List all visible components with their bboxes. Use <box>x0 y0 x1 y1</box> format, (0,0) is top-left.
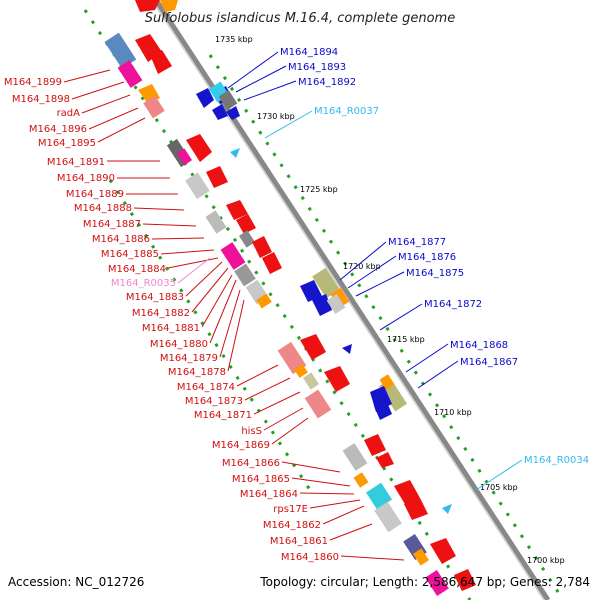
scale-label-1700: 1700 kbp <box>527 556 565 565</box>
gene-label-M164_1869: M164_1869 <box>212 440 270 451</box>
gene-label-M164_1896: M164_1896 <box>29 124 87 135</box>
gene-label-M164_1868: M164_1868 <box>450 340 508 351</box>
left-leader-lines <box>63 69 405 561</box>
gene-label-M164_1887: M164_1887 <box>83 219 141 230</box>
scale-label-1720: 1720 kbp <box>343 262 381 271</box>
scale-label-1705: 1705 kbp <box>480 483 518 492</box>
gene-label-M164_1889: M164_1889 <box>66 189 124 200</box>
gene-label-M164_1898: M164_1898 <box>12 94 70 105</box>
gene-label-M164_1881: M164_1881 <box>142 323 200 334</box>
scale-labels: 1735 kbp 1730 kbp 1725 kbp 1720 kbp 1715… <box>215 35 565 565</box>
reverse-features <box>196 81 452 514</box>
gene-label-M164_1875: M164_1875 <box>406 268 464 279</box>
gene-label-M164_1865: M164_1865 <box>232 474 290 485</box>
gene-label-M164_1891: M164_1891 <box>47 157 105 168</box>
gene-label-M164_1878: M164_1878 <box>168 367 226 378</box>
left-gene-labels: M164_1899 M164_1898 radA M164_1896 M164_… <box>4 77 339 563</box>
map-title: Sulfolobus islandicus M.16.4, complete g… <box>145 11 455 26</box>
gene-label-M164_1892: M164_1892 <box>298 77 356 88</box>
gene-label-rps17E: rps17E <box>273 504 308 515</box>
forward-features <box>104 0 476 597</box>
scale-label-1715: 1715 kbp <box>387 335 425 344</box>
scale-label-1710: 1710 kbp <box>434 408 472 417</box>
gene-label-M164_1899: M164_1899 <box>4 77 62 88</box>
gene-label-M164_1867: M164_1867 <box>460 357 518 368</box>
gene-label-M164_1871: M164_1871 <box>194 410 252 421</box>
gene-label-M164_1886: M164_1886 <box>92 234 150 245</box>
topology-text: Topology: circular; Length: 2,586,647 bp… <box>259 575 590 589</box>
gene-label-M164_1893: M164_1893 <box>288 62 346 73</box>
gene-label-M164_1880: M164_1880 <box>150 339 208 350</box>
scale-label-1735: 1735 kbp <box>215 35 253 44</box>
gene-label-M164_1873: M164_1873 <box>185 396 243 407</box>
gene-label-M164_1879: M164_1879 <box>160 353 218 364</box>
gene-label-M164_1861: M164_1861 <box>270 536 328 547</box>
gene-label-M164_R0037: M164_R0037 <box>314 106 379 117</box>
gene-label-M164_1884: M164_1884 <box>108 264 166 275</box>
scale-label-1730: 1730 kbp <box>257 112 295 121</box>
gene-label-M164_R0035: M164_R0035 <box>111 278 176 289</box>
gene-label-M164_R0034: M164_R0034 <box>524 455 589 466</box>
gene-label-M164_1883: M164_1883 <box>126 292 184 303</box>
gene-label-M164_1882: M164_1882 <box>132 308 190 319</box>
gene-label-hisS: hisS <box>241 426 262 437</box>
scale-label-1725: 1725 kbp <box>300 185 338 194</box>
gene-label-M164_1876: M164_1876 <box>398 252 456 263</box>
gene-label-M164_1888: M164_1888 <box>74 203 132 214</box>
right-gene-labels: M164_1894 M164_1893 M164_1892 M164_R0037… <box>280 47 589 466</box>
gene-label-M164_1862: M164_1862 <box>263 520 321 531</box>
gene-label-M164_1860: M164_1860 <box>281 552 339 563</box>
gene-label-M164_1866: M164_1866 <box>222 458 280 469</box>
gene-label-radA: radA <box>57 108 81 119</box>
accession-text: Accession: NC_012726 <box>8 575 144 589</box>
right-leader-lines <box>227 51 523 491</box>
gene-label-M164_1894: M164_1894 <box>280 47 338 58</box>
gene-label-M164_1890: M164_1890 <box>57 173 115 184</box>
gene-label-M164_1872: M164_1872 <box>424 299 482 310</box>
gene-label-M164_1874: M164_1874 <box>177 382 235 393</box>
gene-label-M164_1885: M164_1885 <box>101 249 159 260</box>
gene-label-M164_1864: M164_1864 <box>240 489 298 500</box>
gene-label-M164_1895: M164_1895 <box>38 138 96 149</box>
gene-label-M164_1877: M164_1877 <box>388 237 446 248</box>
